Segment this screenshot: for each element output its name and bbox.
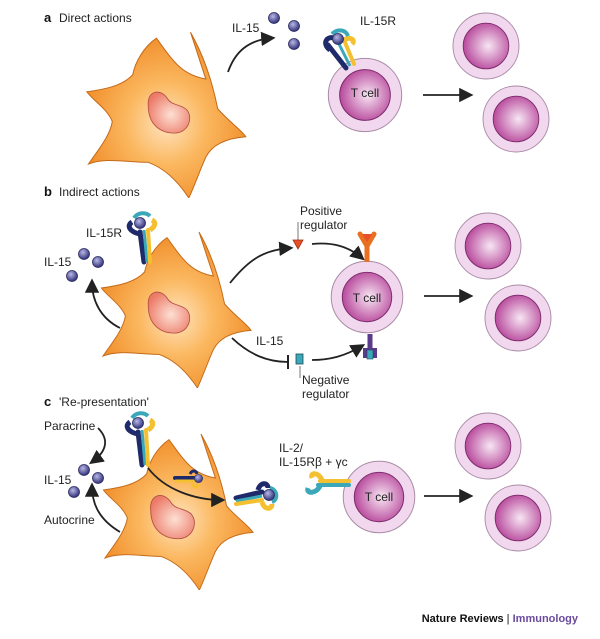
t-cell-label: T cell (365, 490, 393, 504)
panel-c: c 'Re-presentation' Paracrine IL-15 Auto… (44, 394, 552, 590)
il15-molecule (78, 464, 90, 476)
daughter-t-cell (452, 12, 520, 80)
panel-b-title: Indirect actions (59, 185, 140, 199)
positive-receptor-icon (357, 231, 377, 262)
panel-a-letter: a (44, 10, 52, 25)
il15-molecule (288, 38, 300, 50)
il15r-label: IL-15R (86, 226, 122, 240)
journal-credit: Nature Reviews | Immunology (422, 613, 578, 625)
il15-label-bottom: IL-15 (256, 334, 284, 348)
daughter-t-cell (482, 85, 550, 153)
panel-b-letter: b (44, 184, 52, 199)
negative-regulator-icon (295, 353, 304, 365)
il15-receptor-icon (126, 211, 158, 265)
il15-label: IL-15 (232, 21, 260, 35)
panel-a-title: Direct actions (59, 11, 132, 25)
daughter-t-cell (454, 212, 522, 280)
trafficking-arrow (147, 467, 226, 508)
il15-molecule (288, 20, 300, 32)
negative-regulator-label-2: regulator (302, 387, 349, 401)
credit-separator: | (503, 613, 513, 625)
positive-pathway-arrow (229, 241, 294, 284)
daughter-t-cell (454, 412, 522, 480)
negative-receptor-icon (363, 334, 377, 360)
daughter-t-cell (484, 284, 552, 352)
positive-regulator-label-1: Positive (300, 204, 342, 218)
il15-label-left: IL-15 (44, 255, 72, 269)
il15-molecule (78, 248, 90, 260)
il15-receptor-icon (323, 28, 356, 71)
positive-regulator-icon (292, 239, 304, 250)
paracrine-label: Paracrine (44, 419, 96, 433)
panel-c-letter: c (44, 394, 51, 409)
autocrine-arrow (84, 482, 121, 533)
il15-molecule (68, 486, 80, 498)
t-cell-label: T cell (353, 291, 381, 305)
positive-binding-arrow (311, 242, 365, 261)
t-cell-label: T cell (351, 86, 379, 100)
secretion-arrow (227, 31, 276, 73)
daughter-t-cell (484, 484, 552, 552)
positive-regulator-label-2: regulator (300, 218, 347, 232)
internalized-receptor-icon (173, 469, 203, 489)
receptor-label-1: IL-2/ (279, 441, 304, 455)
negative-binding-arrow (311, 344, 366, 361)
il15-receptor-icon (124, 411, 156, 468)
il15r-label: IL-15R (360, 14, 396, 28)
autocrine-arrow (84, 278, 121, 329)
negative-regulator-label-1: Negative (302, 373, 350, 387)
il15-molecule (268, 12, 280, 24)
il15-label: IL-15 (44, 473, 72, 487)
journal-name: Nature Reviews (421, 613, 504, 625)
journal-field: Immunology (512, 613, 578, 625)
autocrine-label: Autocrine (44, 513, 95, 527)
il15-molecule (92, 256, 104, 268)
il15-molecule (66, 270, 78, 282)
panel-c-title: 'Re-presentation' (59, 395, 149, 409)
receptor-label-2: IL-15Rβ + γc (279, 455, 348, 469)
panel-b: b Indirect actions IL-15R IL-15 Positive… (44, 184, 552, 401)
il2-il15rb-gc-receptor-icon (305, 471, 351, 495)
panel-a: a Direct actions IL-15 IL-15R T cell (44, 10, 550, 198)
presented-receptor-icon (233, 481, 279, 511)
il15-molecule (92, 472, 104, 484)
paracrine-arrow (89, 427, 106, 465)
inhibition-arrow (231, 337, 289, 363)
